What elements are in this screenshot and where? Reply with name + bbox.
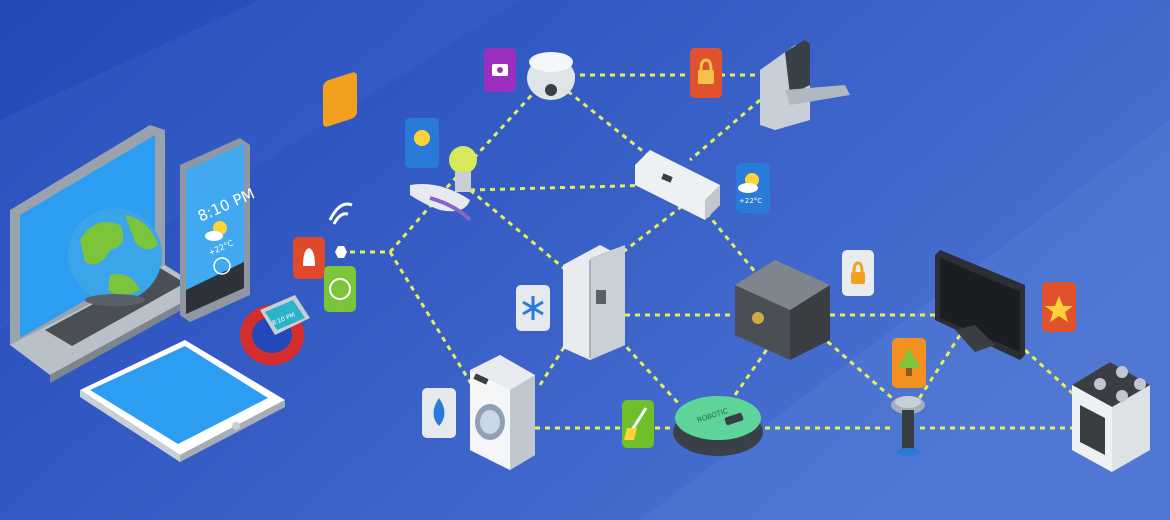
background-stripe xyxy=(640,120,1170,520)
safe[interactable] xyxy=(735,260,830,360)
television[interactable] xyxy=(935,250,1025,360)
security-camera[interactable] xyxy=(527,52,575,100)
weather-badge-temp: +22°C xyxy=(739,197,762,205)
padlock-icon[interactable] xyxy=(842,250,874,296)
weather-icon xyxy=(205,221,227,241)
globe-icon[interactable] xyxy=(324,266,356,312)
camera-icon[interactable] xyxy=(484,48,516,92)
tree-icon[interactable] xyxy=(892,338,926,388)
refrigerator[interactable] xyxy=(563,245,625,360)
bulb-icon[interactable] xyxy=(405,118,439,168)
tablet[interactable] xyxy=(80,340,285,462)
lock-icon[interactable] xyxy=(690,48,722,98)
wifi-icon[interactable] xyxy=(323,71,357,128)
stove[interactable] xyxy=(1072,362,1150,472)
globe-icon xyxy=(68,208,162,306)
star-icon[interactable] xyxy=(1042,282,1076,332)
weather-icon[interactable]: +22°C xyxy=(736,163,770,213)
snowflake-icon[interactable] xyxy=(516,285,550,331)
power-icon[interactable] xyxy=(213,257,231,275)
robot-vacuum[interactable]: ROBOTIC xyxy=(673,396,763,456)
smartphone[interactable]: 8:10 PM +22°C xyxy=(180,138,257,322)
smart-door-lock[interactable] xyxy=(760,40,850,130)
smart-bulbs[interactable] xyxy=(410,146,477,222)
smartwatch[interactable]: 8:10 PM xyxy=(240,295,310,365)
broom-icon[interactable] xyxy=(622,400,654,448)
bell-icon[interactable] xyxy=(293,237,325,279)
home-button[interactable] xyxy=(232,422,240,430)
wifi-glyph xyxy=(328,202,353,225)
network-hub-node xyxy=(335,246,347,258)
drop-icon[interactable] xyxy=(422,388,456,438)
garden-sprinkler[interactable] xyxy=(891,396,925,456)
washing-machine[interactable] xyxy=(470,355,535,470)
air-conditioner[interactable] xyxy=(635,150,720,220)
